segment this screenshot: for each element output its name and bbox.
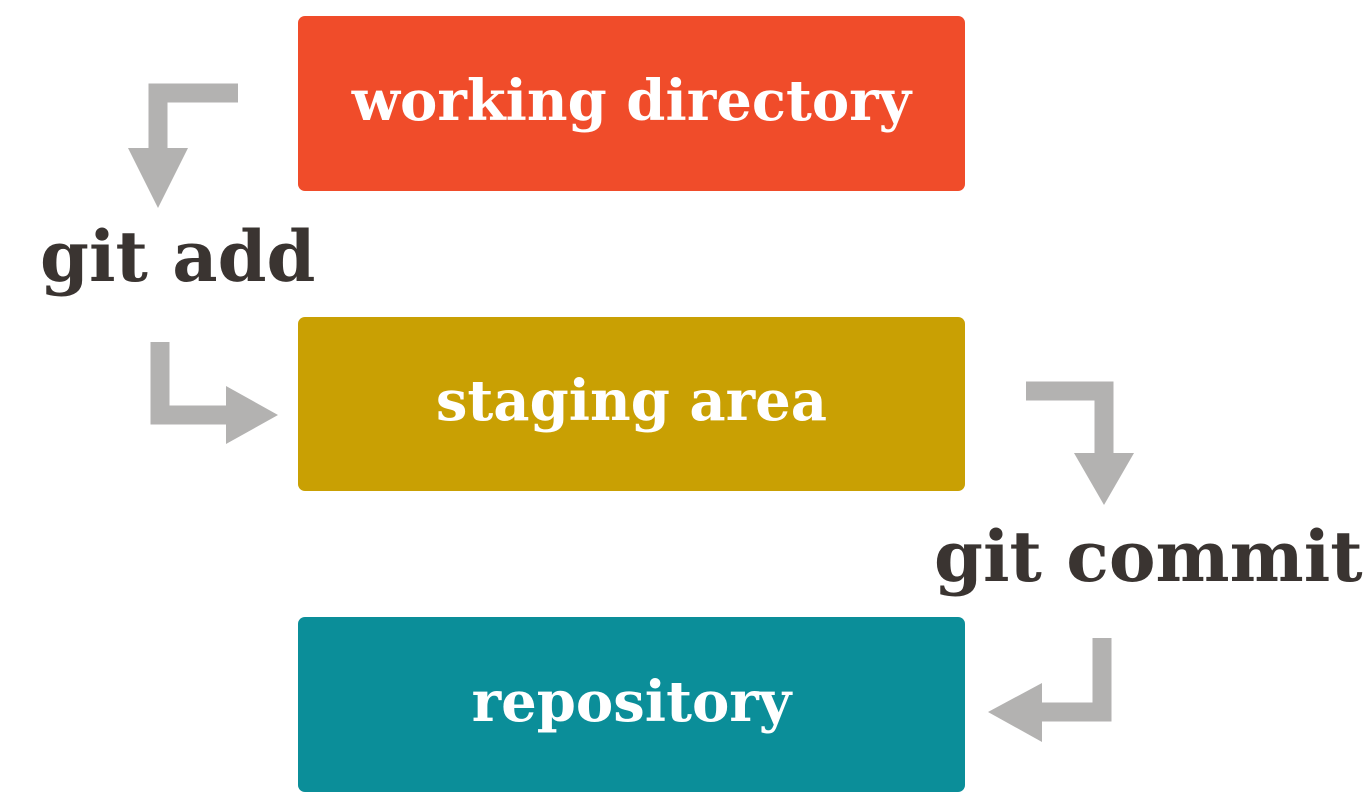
- arrow-head-down-1-icon: [128, 148, 188, 208]
- arrow-staging-to-commit-icon: [1026, 381, 1114, 455]
- repository-box: repository: [298, 617, 965, 792]
- staging-area-label: staging area: [435, 368, 828, 434]
- arrow-working-to-add-icon: [148, 83, 238, 150]
- working-directory-label: working directory: [351, 67, 912, 134]
- arrow-commit-to-repo-icon: [1040, 638, 1112, 722]
- git-add-label: git add: [40, 215, 316, 298]
- arrow-head-down-2-icon: [1074, 453, 1134, 505]
- arrow-head-right-1-icon: [226, 386, 278, 444]
- git-commit-label: git commit: [934, 515, 1363, 598]
- repository-label: repository: [471, 668, 792, 735]
- arrow-add-to-staging-icon: [150, 342, 228, 425]
- working-directory-box: working directory: [298, 16, 965, 191]
- staging-area-box: staging area: [298, 317, 965, 491]
- arrow-head-left-1-icon: [988, 683, 1042, 742]
